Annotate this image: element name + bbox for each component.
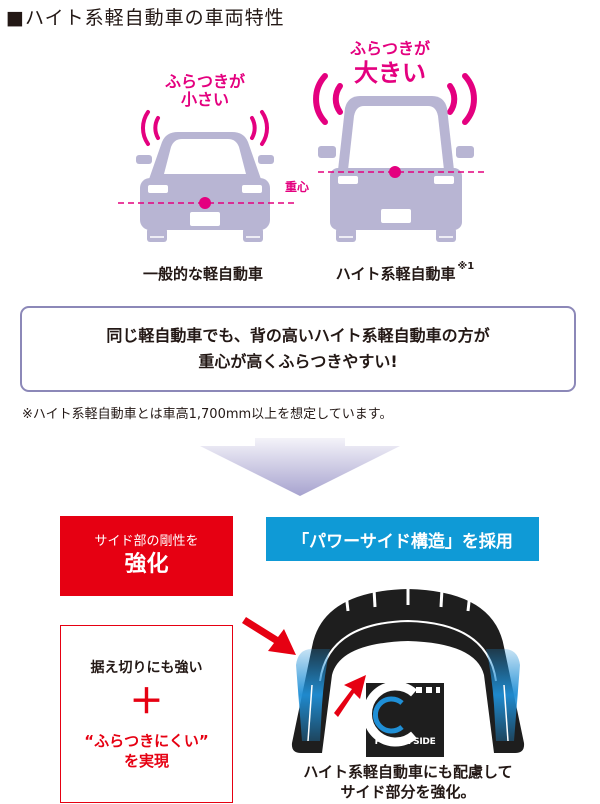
power-side-structure-badge: 「パワーサイド構造」を採用 [266, 517, 539, 561]
cog-dot-small [199, 197, 211, 209]
benefit-less-wobble: “ふらつきにくい” [84, 731, 209, 750]
standard-kei-car-icon [136, 132, 274, 242]
wobble-arcs-large-icon [313, 73, 477, 125]
sidewall-rigidity-text: サイド部の剛性を [94, 533, 199, 549]
power-side-logo-text: POWER SIDE [374, 737, 436, 747]
small-wobble-line1: ふらつきが [164, 72, 245, 91]
large-wobble-line1: ふらつきが [349, 39, 430, 58]
footnote: ※ハイト系軽自動車とは車高1,700mm以上を想定しています。 [22, 407, 393, 422]
footnote-mark: ※1 [457, 261, 475, 272]
wobble-arcs-small-icon [140, 110, 270, 146]
plus-icon: ＋ [129, 681, 164, 722]
cars-illustration [118, 73, 488, 242]
message-line2: 重心が高くふらつきやすい! [198, 352, 398, 371]
force-arrow-lower-icon [334, 675, 366, 717]
sidewall-rigidity-box: サイド部の剛性を 強化 [60, 516, 233, 596]
tire-caption-line1: ハイト系軽自動車にも配慮して [303, 763, 513, 781]
height-kei-car-text: ハイト系軽自動車 [335, 265, 456, 283]
small-wobble-label: ふらつきが 小さい [140, 72, 270, 110]
page-title: ■ハイト系軽自動車の車両特性 [6, 7, 285, 29]
center-of-gravity-label: 重心 [285, 180, 310, 194]
force-arrow-upper-icon [242, 617, 296, 655]
benefit-box: 据え切りにも強い ＋ “ふらつきにくい” を実現 [60, 625, 233, 803]
strengthen-text: 強化 [124, 552, 169, 578]
benefit-realized: を実現 [123, 752, 169, 770]
benefit-stationary-steering: 据え切りにも強い [90, 659, 203, 676]
standard-kei-car-label: 一般的な軽自動車 [142, 265, 263, 283]
cog-dot-large [389, 166, 401, 178]
power-side-logo-icon [366, 683, 444, 757]
large-wobble-line2: 大きい [354, 59, 426, 88]
tire-caption-line2: サイド部分を強化。 [340, 782, 476, 801]
message-line1: 同じ軽自動車でも、背の高いハイト系軽自動車の方が [106, 325, 490, 345]
tire-cross-section-icon [242, 587, 525, 753]
down-arrow-icon [200, 438, 400, 496]
small-wobble-line2: 小さい [180, 90, 229, 110]
height-kei-car-icon [318, 96, 474, 242]
height-kei-car-label: ハイト系軽自動車※1 [310, 261, 500, 284]
large-wobble-label: ふらつきが 大きい [325, 39, 455, 88]
tire-caption: ハイト系軽自動車にも配慮して サイド部分を強化。 [258, 763, 558, 802]
message-box: 同じ軽自動車でも、背の高いハイト系軽自動車の方が 重心が高くふらつきやすい! [20, 306, 576, 392]
